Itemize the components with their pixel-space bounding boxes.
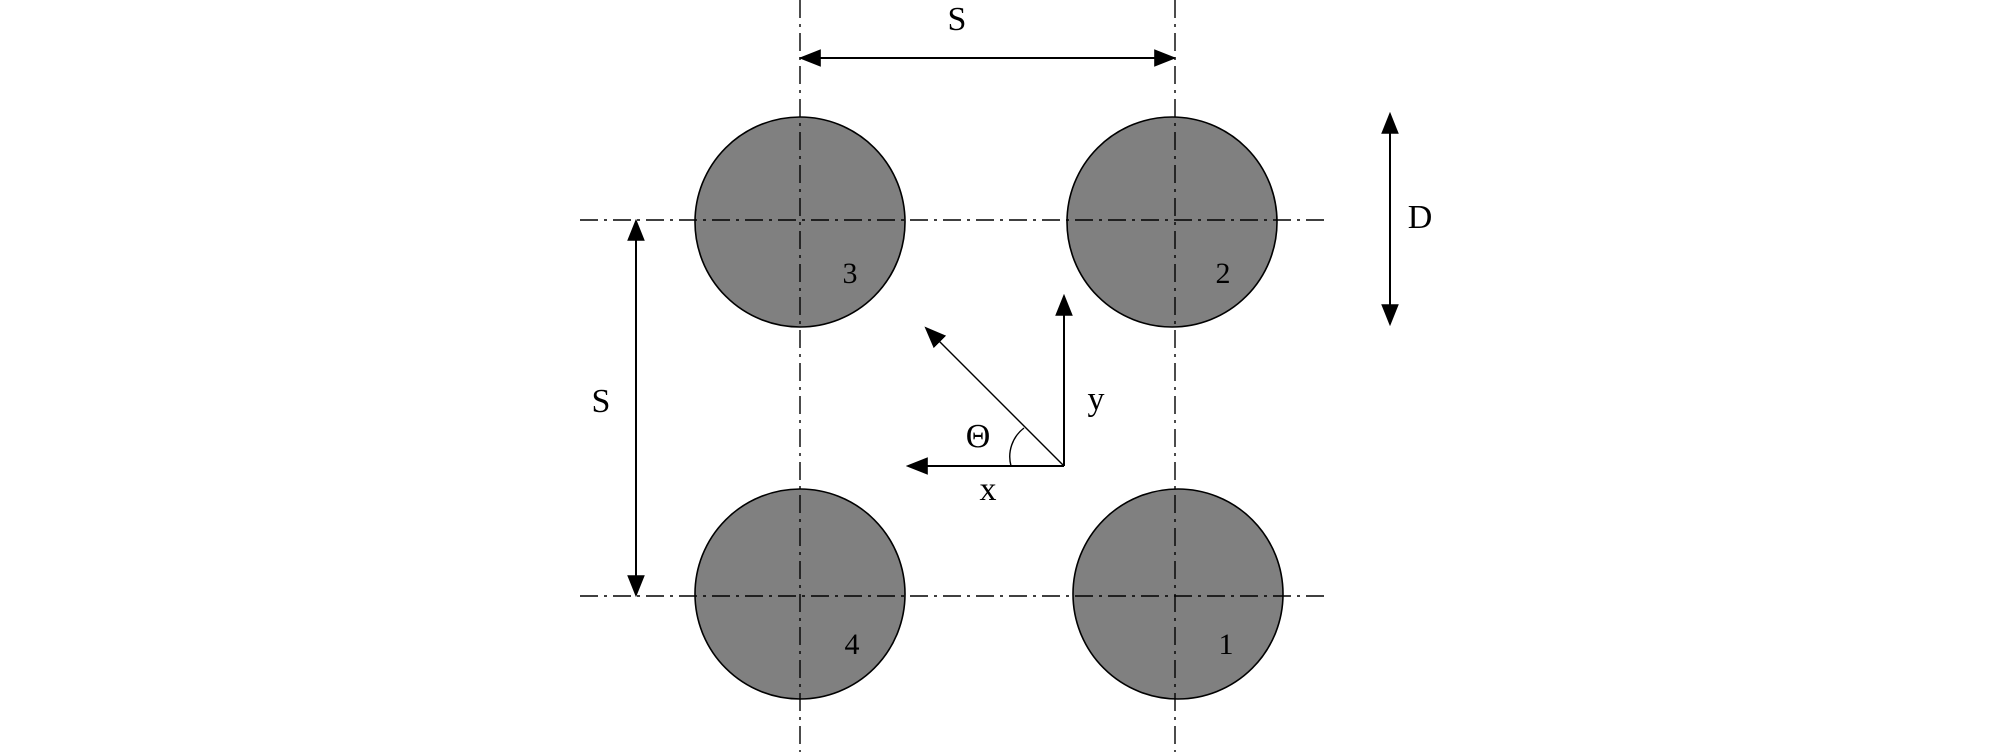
direction-arrow <box>924 326 1065 467</box>
spacing-label-top: S <box>948 1 967 38</box>
x-axis-label: x <box>980 471 997 508</box>
angle-arc <box>1009 427 1025 467</box>
cylinder-4-label: 4 <box>845 628 860 661</box>
diameter-label: D <box>1408 199 1433 236</box>
cylinder-2 <box>1066 116 1278 328</box>
cylinder-1 <box>1072 488 1284 700</box>
cylinder-3-label: 3 <box>843 257 858 290</box>
angle-label: Θ <box>966 418 991 455</box>
cylinder-2-label: 2 <box>1216 257 1231 290</box>
spacing-label-left: S <box>592 383 611 420</box>
y-axis-label: y <box>1088 381 1105 418</box>
cylinder-1-label: 1 <box>1219 628 1234 661</box>
